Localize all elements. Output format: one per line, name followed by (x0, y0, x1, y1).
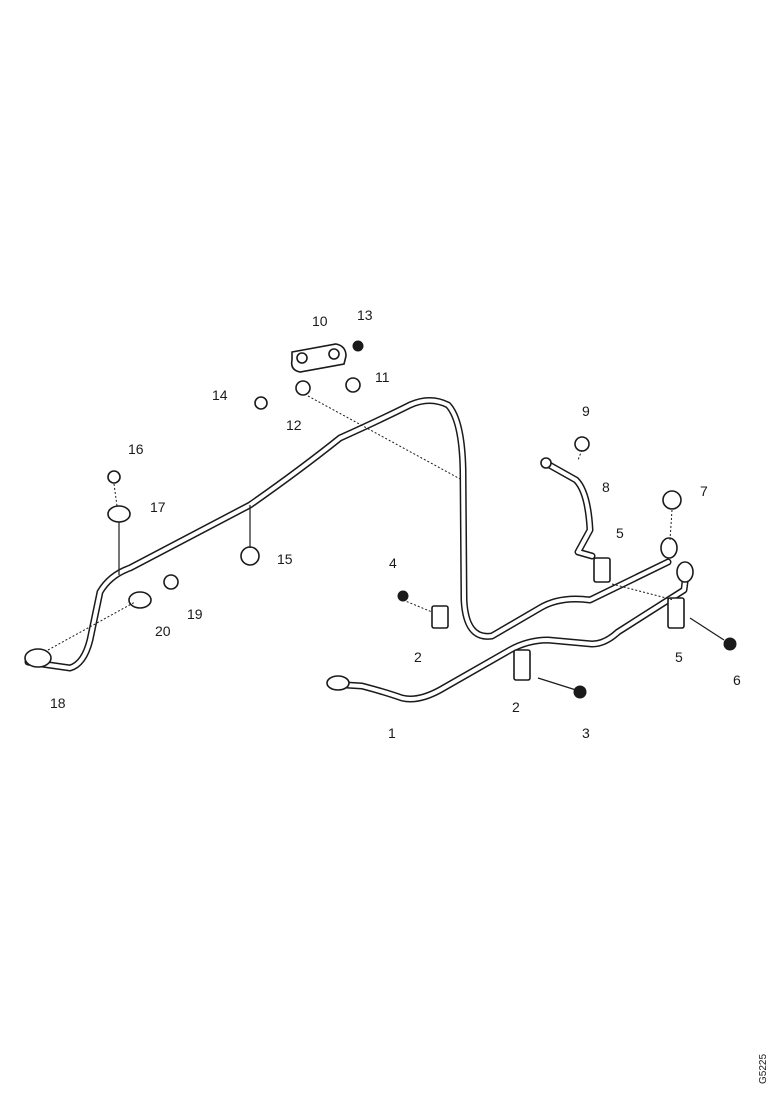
callout-3: 3 (582, 725, 590, 741)
callout-13: 13 (357, 307, 373, 323)
nut-19 (163, 574, 179, 590)
pipe-end-fitting (660, 537, 678, 559)
bolt-14 (254, 396, 268, 410)
grommet-12 (295, 380, 311, 396)
leader-lines (47, 395, 675, 651)
callout-16: 16 (128, 441, 144, 457)
pipe-1 (326, 570, 690, 703)
callout-18: 18 (50, 695, 66, 711)
pipe-end-fitting (24, 648, 52, 668)
callout-6: 6 (733, 672, 741, 688)
callout-14: 14 (212, 387, 228, 403)
grommet-15 (240, 546, 260, 566)
bracket-10 (290, 343, 347, 373)
callout-10: 10 (312, 313, 328, 329)
callout-20: 20 (155, 623, 171, 639)
nut-4 (397, 590, 409, 602)
grommet-7 (662, 490, 682, 510)
callout-15: 15 (277, 551, 293, 567)
clip-5-right (667, 597, 685, 629)
callout-4: 4 (389, 555, 397, 571)
callout-11: 11 (375, 369, 390, 385)
callout-2-left: 2 (414, 649, 422, 665)
screw-16 (107, 470, 121, 484)
pipe-18 (24, 397, 672, 672)
bolt-3 (537, 677, 587, 699)
callout-5-right: 5 (675, 649, 683, 665)
clamp-17 (107, 505, 131, 523)
callout-17: 17 (150, 499, 166, 515)
reference-code: G5225 (758, 1054, 769, 1084)
nut-9 (574, 436, 590, 452)
callout-8: 8 (602, 479, 610, 495)
bolt-6 (689, 617, 737, 651)
clip-5-upper (593, 557, 611, 583)
clamp-20 (128, 591, 152, 609)
pipe-end-fitting (326, 675, 350, 691)
callout-2-center: 2 (512, 699, 520, 715)
clip-2-left (431, 605, 449, 629)
callout-9: 9 (582, 403, 590, 419)
callout-19: 19 (187, 606, 203, 622)
callout-1: 1 (388, 725, 396, 741)
callouts: 1 2 2 3 4 5 5 6 7 8 9 10 11 12 13 14 15 … (50, 307, 741, 741)
nut-13 (352, 340, 364, 352)
bracket-8 (540, 457, 596, 560)
callout-5-upper: 5 (616, 525, 624, 541)
clip-2-center (513, 649, 531, 681)
grommet-11 (345, 377, 361, 393)
callout-12: 12 (286, 417, 302, 433)
callout-7: 7 (700, 483, 708, 499)
pipe-end-fitting (676, 561, 694, 583)
